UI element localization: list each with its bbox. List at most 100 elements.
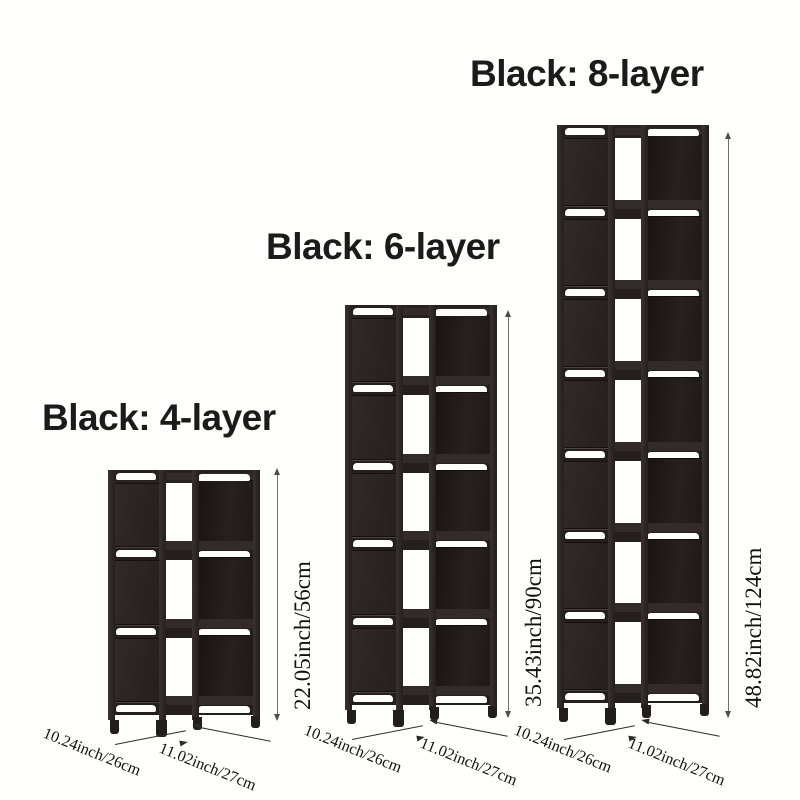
rack-8-layer-rail-cutout bbox=[565, 450, 605, 458]
depth-dim-arrow-4-layer bbox=[179, 739, 189, 747]
rack-4-layer-shelf-panel-front bbox=[108, 483, 166, 548]
rack-8-layer-post-right bbox=[702, 125, 709, 708]
rack-8-layer-shelf-top-face bbox=[613, 361, 709, 371]
rack-6-layer-post-left bbox=[345, 305, 352, 710]
rack-6-layer-gap bbox=[403, 472, 429, 538]
rack-4-layer-shelf-top-face bbox=[164, 541, 260, 551]
rack-8-layer-shelf-panel-front bbox=[557, 299, 615, 368]
rack-4-layer-shelf-panel-side bbox=[192, 480, 260, 548]
rack-8-layer-rail-cutout bbox=[565, 289, 605, 297]
rack-8-layer-shelf-panel-side bbox=[641, 538, 709, 610]
rack-8-layer-shelf-top-face bbox=[613, 522, 709, 532]
rack-8-layer-shelf-panel-front bbox=[557, 138, 615, 206]
rack-6-layer-post-right bbox=[490, 305, 497, 710]
rack-4-layer bbox=[108, 470, 268, 740]
height-dim-arrow-top-6-layer bbox=[505, 310, 511, 317]
rack-6-layer-rail-cutout bbox=[353, 695, 393, 702]
rack-6-layer-shelf-top-face bbox=[401, 376, 497, 386]
rack-8-layer-shelf-panel-front bbox=[557, 460, 615, 529]
variant-title-8-layer: Black: 8-layer bbox=[470, 53, 704, 94]
rack-4-layer-shelf-panel-side bbox=[192, 634, 260, 702]
rack-6-layer-post-mid bbox=[396, 305, 403, 710]
rack-8-layer-shelf-panel-side bbox=[641, 377, 709, 448]
rack-8-layer-post-mid2 bbox=[641, 125, 648, 708]
rack-8-layer-rail-cutout bbox=[565, 370, 605, 378]
rack-6-layer-shelf-panel-side bbox=[429, 624, 497, 692]
rack-6-layer-shelf-top-face bbox=[401, 686, 497, 695]
rack-8-layer-rail-cutout bbox=[647, 613, 699, 621]
variant-title-4-layer: Black: 4-layer bbox=[42, 397, 276, 438]
rack-4-layer-shelf-panel-front bbox=[108, 560, 166, 625]
rack-8-layer-rail-cutout bbox=[565, 612, 605, 620]
rack-6-layer-rail-cutout bbox=[435, 309, 487, 316]
rack-4-layer-rail-cutout bbox=[198, 706, 250, 713]
rack-6-layer-shelf-panel-side bbox=[429, 469, 497, 538]
rack-8-layer-post-left bbox=[557, 125, 564, 708]
rack-8-layer-gap bbox=[615, 460, 641, 529]
rack-8-layer-foot bbox=[642, 705, 651, 718]
rack-6-layer-rail-cutout bbox=[353, 540, 393, 548]
rack-6-layer-post-mid2 bbox=[429, 305, 436, 710]
height-dim-label-6-layer: 35.43inch/90cm bbox=[521, 558, 546, 707]
height-dim-arrow-bottom-6-layer bbox=[505, 711, 511, 718]
rack-8-layer-gap bbox=[615, 218, 641, 287]
rack-4-layer-gap bbox=[166, 560, 192, 625]
rack-6-layer-shelf-top-face bbox=[401, 531, 497, 541]
rack-6-layer-rail-cutout bbox=[435, 618, 487, 626]
rack-6-layer-rail-cutout bbox=[435, 463, 487, 471]
rack-6-layer-shelf-top-face bbox=[401, 453, 497, 463]
rack-4-layer-post-mid bbox=[159, 470, 166, 720]
width-dim-arrow-8-layer bbox=[640, 717, 650, 725]
rack-8-layer-gap bbox=[615, 541, 641, 610]
rack-8-layer-shelf-top-face bbox=[613, 603, 709, 613]
rack-8-layer-rail-cutout bbox=[565, 208, 605, 216]
rack-4-layer-rail-cutout bbox=[198, 628, 250, 636]
rack-8-layer-rail-cutout bbox=[647, 694, 699, 701]
rack-8-layer-rail-cutout bbox=[647, 209, 699, 217]
rack-6-layer-gap bbox=[403, 395, 429, 460]
width-dim-label-6-layer: 11.02inch/27cm bbox=[417, 735, 520, 790]
rack-8-layer-shelf-top-face bbox=[613, 684, 709, 693]
rack-6-layer-rail-cutout bbox=[435, 386, 487, 394]
rack-8-layer-shelf-panel-front bbox=[557, 622, 615, 690]
rack-8-layer-post-mid bbox=[608, 125, 615, 708]
rack-4-layer-shelf-top-face bbox=[164, 696, 260, 705]
rack-6-layer-shelf-panel-front bbox=[345, 318, 403, 383]
rack-6-layer-rail-cutout bbox=[353, 308, 393, 315]
rack-4-layer-foot bbox=[193, 717, 202, 730]
rack-8-layer-shelf-panel-side bbox=[641, 619, 709, 690]
rack-8-layer-rail-cutout bbox=[647, 532, 699, 540]
rack-6-layer-shelf-top-face bbox=[401, 608, 497, 618]
height-dim-line-6-layer bbox=[508, 312, 509, 717]
rack-4-layer-foot bbox=[110, 720, 119, 734]
rack-8-layer-foot bbox=[559, 708, 568, 722]
rack-4-layer-shelf-top-face bbox=[164, 618, 260, 628]
rack-4-layer-shelf-panel-side bbox=[192, 557, 260, 625]
height-dim-arrow-top-4-layer bbox=[274, 468, 280, 475]
height-dim-line-8-layer bbox=[728, 134, 729, 717]
width-dim-label-8-layer: 11.02inch/27cm bbox=[625, 735, 728, 790]
rack-6-layer-rail-cutout bbox=[353, 617, 393, 625]
rack-8-layer-shelf-panel-side bbox=[641, 296, 709, 368]
rack-4-layer-gap bbox=[166, 483, 192, 548]
height-dim-arrow-bottom-8-layer bbox=[725, 711, 731, 718]
rack-6-layer-gap bbox=[403, 318, 429, 383]
rack-4-layer-foot bbox=[156, 720, 167, 737]
rack-6-layer-shelf-panel-front bbox=[345, 627, 403, 692]
rack-6-layer-rail-cutout bbox=[353, 385, 393, 393]
rack-8-layer-rail-cutout bbox=[565, 531, 605, 539]
rack-8-layer-shelf-panel-front bbox=[557, 541, 615, 610]
rack-8-layer-shelf-panel-front bbox=[557, 380, 615, 448]
rack-4-layer-post-mid2 bbox=[192, 470, 199, 720]
rack-8-layer-gap bbox=[615, 138, 641, 206]
rack-6-layer-foot bbox=[347, 710, 356, 724]
rack-4-layer-shelf-panel-front bbox=[108, 637, 166, 702]
rack-4-layer-gap bbox=[166, 637, 192, 702]
rack-6-layer-shelf-panel-side bbox=[429, 547, 497, 615]
rack-8-layer-shelf-panel-side bbox=[641, 135, 709, 206]
rack-8-layer-rail-cutout bbox=[647, 129, 699, 136]
rack-6-layer-foot bbox=[430, 707, 439, 720]
rack-8-layer-shelf-panel-side bbox=[641, 215, 709, 287]
rack-8-layer-rail-cutout bbox=[647, 290, 699, 298]
